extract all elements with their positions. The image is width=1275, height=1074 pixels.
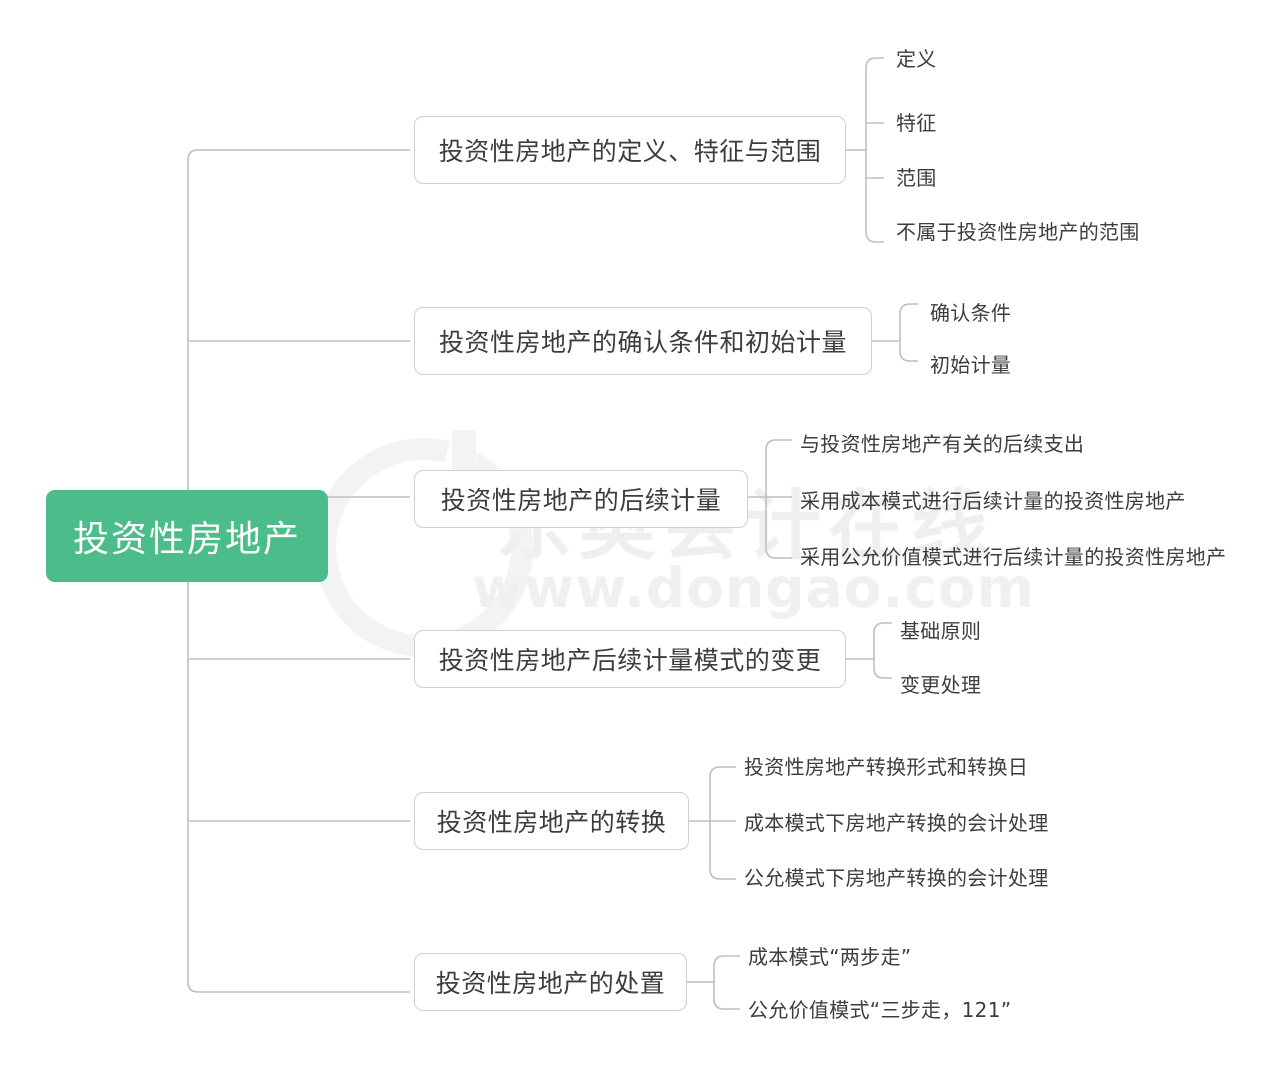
branch-node-3[interactable]: 投资性房地产的后续计量 xyxy=(414,470,748,528)
branch-5-leaf-1-line xyxy=(709,766,736,778)
branch-node-1[interactable]: 投资性房地产的定义、特征与范围 xyxy=(414,116,846,184)
leaf-label-1-4: 不属于投资性房地产的范围 xyxy=(896,220,1140,244)
branch-6-leaf-1-line xyxy=(713,955,740,967)
branch-node-6-label: 投资性房地产的处置 xyxy=(435,969,666,998)
leaf-label-4-1: 基础原则 xyxy=(900,619,982,643)
leaf-label-5-3: 公允模式下房地产转换的会计处理 xyxy=(744,866,1049,890)
branch-node-5-label: 投资性房地产的转换 xyxy=(436,808,667,837)
leaf-label-4-2: 变更处理 xyxy=(900,673,982,697)
branch-node-3-label: 投资性房地产的后续计量 xyxy=(440,486,722,515)
leaf-label-3-1: 与投资性房地产有关的后续支出 xyxy=(800,432,1085,456)
leaf-label-5-2: 成本模式下房地产转换的会计处理 xyxy=(744,811,1049,835)
branch-4-leaf-2-line xyxy=(873,667,892,679)
root-node[interactable]: 投资性房地产 xyxy=(46,490,328,582)
branch-node-2[interactable]: 投资性房地产的确认条件和初始计量 xyxy=(414,307,872,375)
leaf-label-1-3: 范围 xyxy=(896,166,937,190)
branch-6-connector xyxy=(187,981,410,993)
branch-2-leaf-1-line xyxy=(899,303,918,315)
branch-node-4-label: 投资性房地产后续计量模式的变更 xyxy=(438,646,822,675)
branch-3-leaf-3-line xyxy=(765,547,792,559)
branch-1-leaf-1-line xyxy=(865,57,884,69)
root-node-label: 投资性房地产 xyxy=(72,519,301,560)
branch-4-leaf-1-line xyxy=(873,622,892,634)
leaf-label-1-2: 特征 xyxy=(896,111,937,135)
leaf-label-3-2: 采用成本模式进行后续计量的投资性房地产 xyxy=(800,489,1186,513)
leaf-label-6-1: 成本模式“两步走” xyxy=(748,945,912,969)
branch-node-5[interactable]: 投资性房地产的转换 xyxy=(414,792,689,850)
branch-node-6[interactable]: 投资性房地产的处置 xyxy=(414,953,687,1011)
leaf-label-1-1: 定义 xyxy=(896,47,937,71)
branch-1-leaf-4-line xyxy=(865,231,884,243)
leaf-label-3-3: 采用公允价值模式进行后续计量的投资性房地产 xyxy=(800,545,1227,569)
branch-1-connector xyxy=(187,149,410,161)
leaf-label-2-1: 确认条件 xyxy=(930,301,1012,325)
leaf-label-6-2: 公允价值模式“三步走，121” xyxy=(748,998,1012,1022)
leaf-label-2-2: 初始计量 xyxy=(930,353,1012,377)
branch-node-2-label: 投资性房地产的确认条件和初始计量 xyxy=(438,328,847,357)
branch-6-leaf-2-line xyxy=(713,998,740,1010)
leaf-label-5-1: 投资性房地产转换形式和转换日 xyxy=(744,755,1029,779)
branch-node-1-label: 投资性房地产的定义、特征与范围 xyxy=(438,137,822,166)
branch-3-leaf-1-line xyxy=(765,439,792,451)
branch-node-4[interactable]: 投资性房地产后续计量模式的变更 xyxy=(414,630,846,688)
branch-5-leaf-3-line xyxy=(709,868,736,880)
branch-2-leaf-2-line xyxy=(899,350,918,362)
